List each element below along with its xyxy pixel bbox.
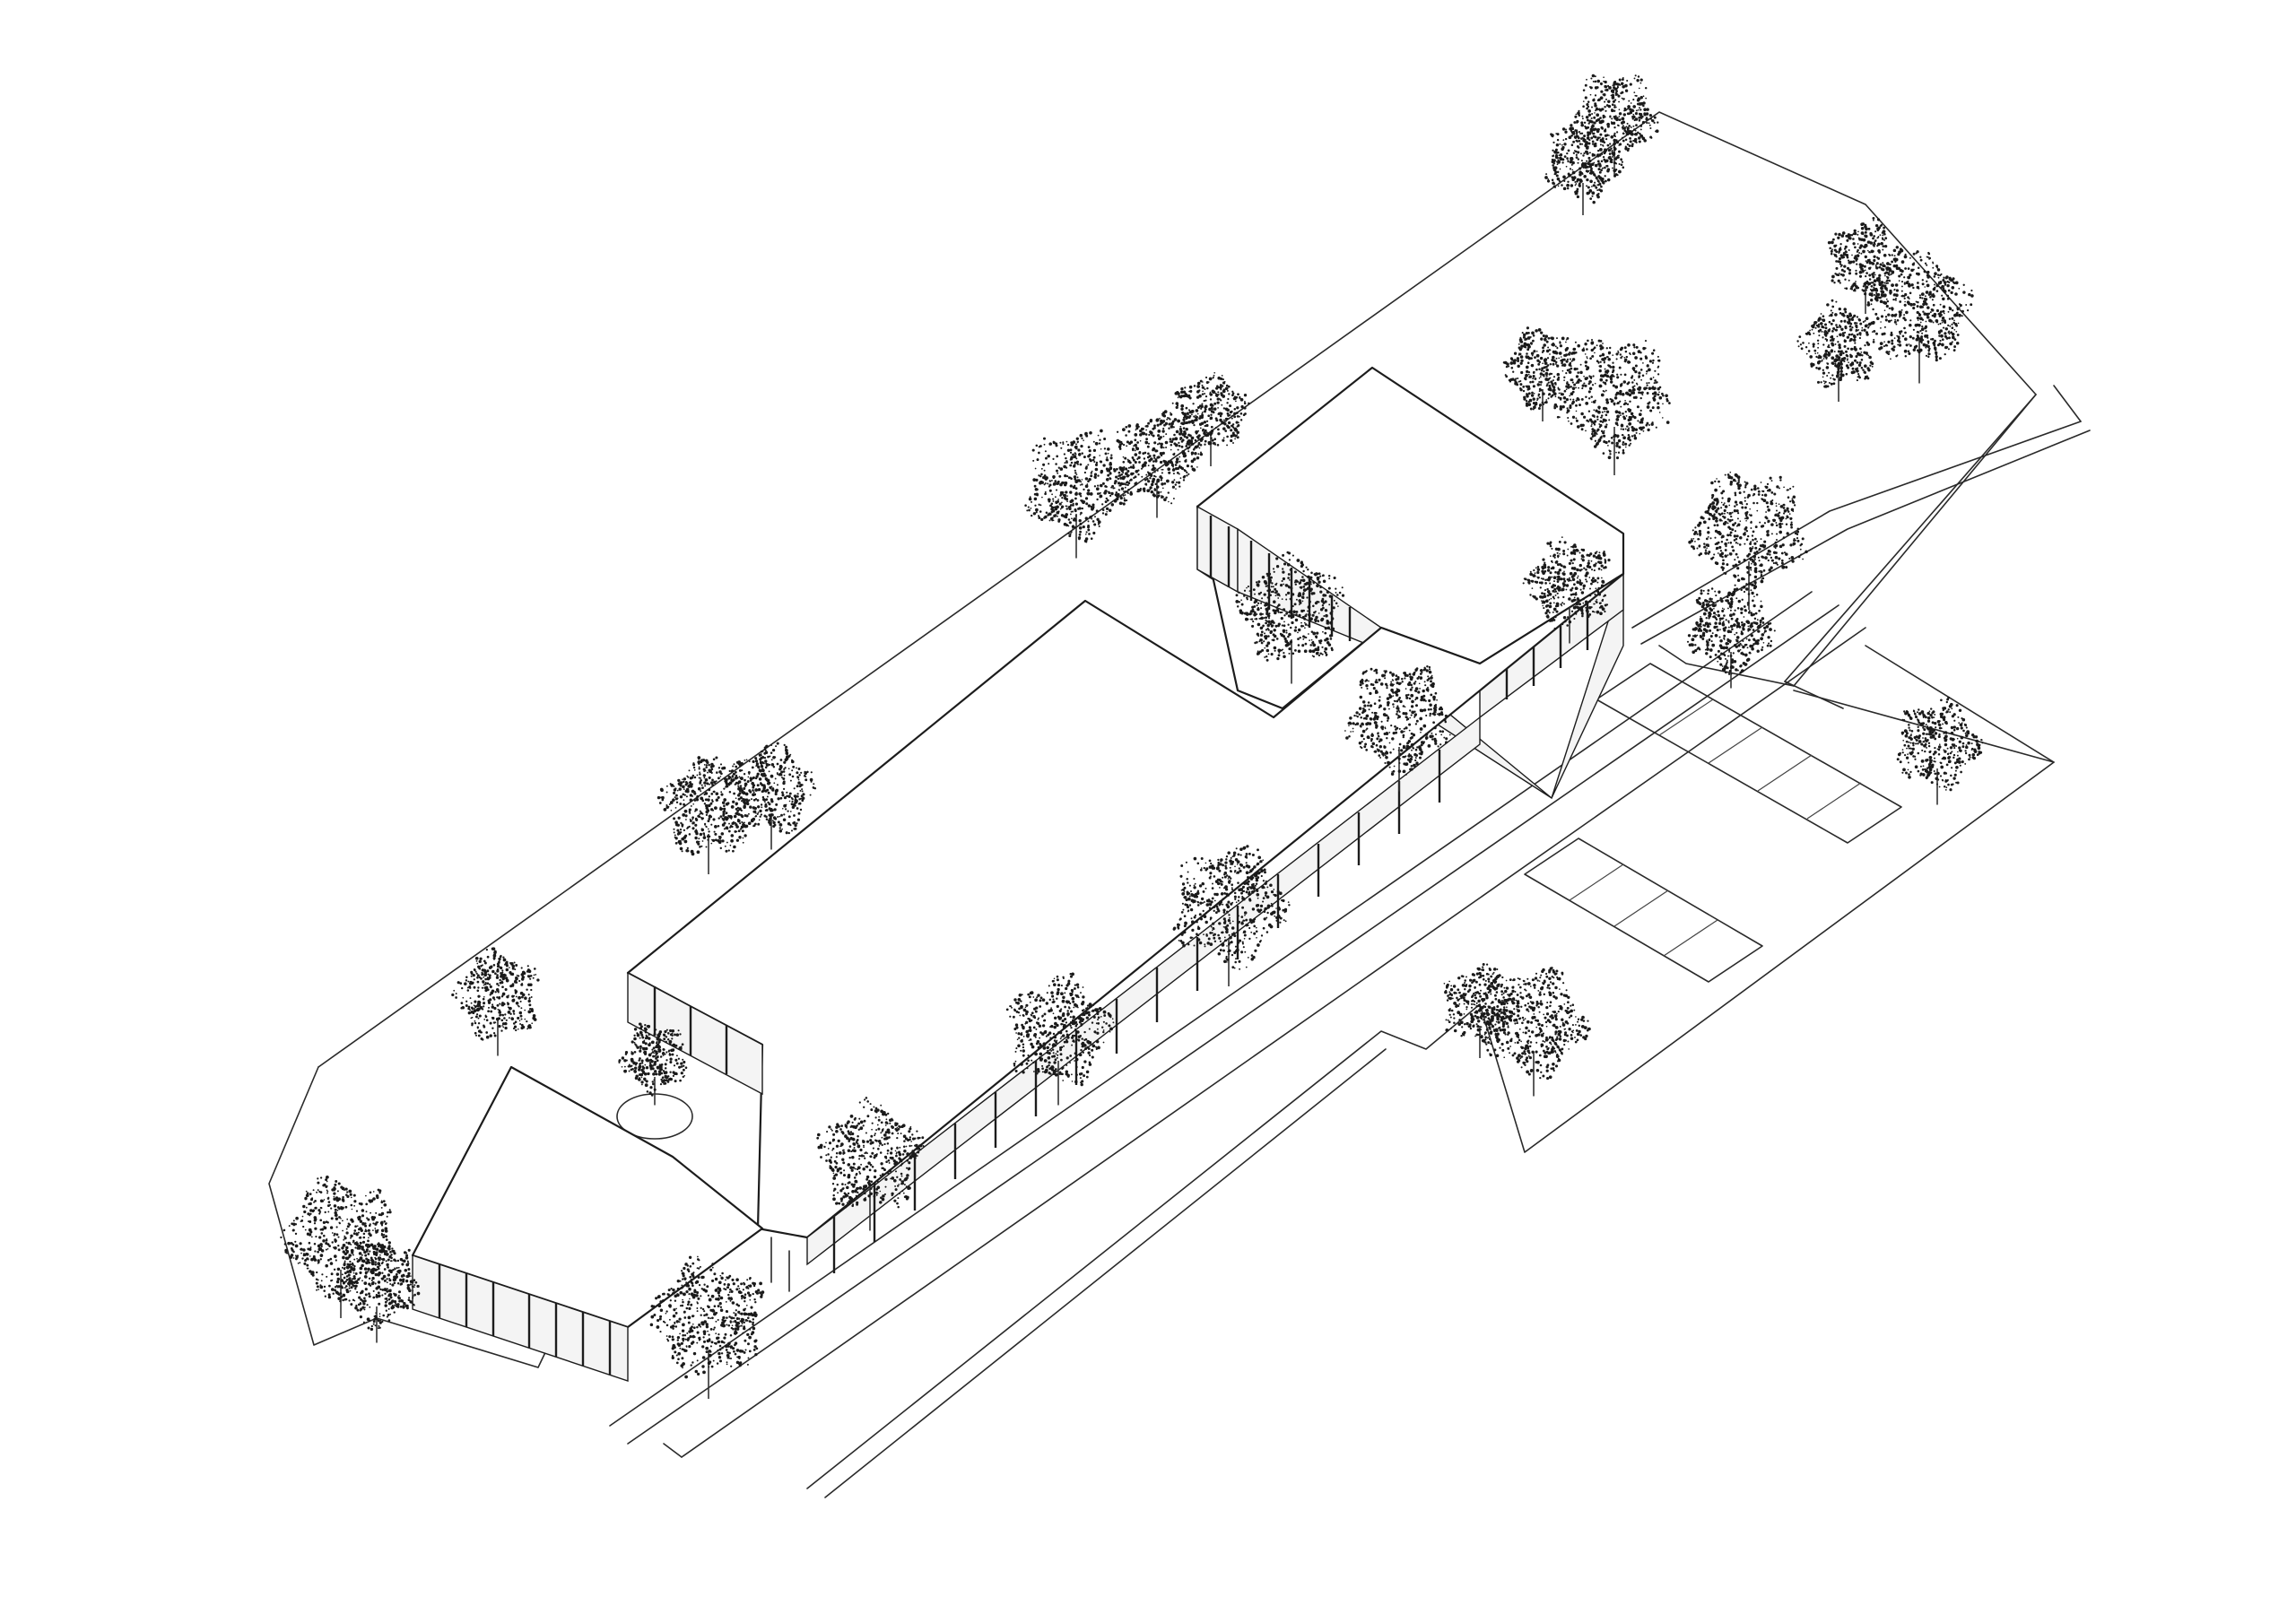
- tree: [1024, 429, 1134, 559]
- tree: [1688, 471, 1808, 610]
- building-south: [411, 1065, 790, 1382]
- tree: [1171, 371, 1250, 466]
- tree: [728, 742, 817, 850]
- tree: [1553, 338, 1671, 475]
- tree: [1796, 299, 1878, 402]
- tree: [1502, 326, 1580, 421]
- trees-layer: [280, 74, 1984, 1399]
- tree: [649, 1255, 765, 1399]
- tree: [1686, 586, 1776, 689]
- tree: [1172, 845, 1291, 986]
- building-central: [616, 572, 1625, 1273]
- tree: [1864, 250, 1974, 384]
- tree: [618, 1022, 688, 1106]
- tree: [451, 947, 540, 1056]
- tree: [1522, 536, 1611, 644]
- building-north: [1196, 366, 1625, 800]
- tree: [816, 1097, 925, 1231]
- parking-upper: [1596, 663, 1902, 844]
- tree: [1544, 120, 1625, 215]
- tree: [332, 1240, 421, 1343]
- tree: [1235, 551, 1345, 684]
- tree: [657, 756, 756, 874]
- tree: [1116, 410, 1204, 518]
- tree: [1569, 74, 1659, 178]
- tree: [1827, 216, 1908, 314]
- tree: [1443, 963, 1520, 1058]
- tree: [1344, 664, 1451, 792]
- parking-lower: [1524, 838, 1763, 983]
- tree: [1005, 972, 1115, 1106]
- tree: [1896, 696, 1984, 805]
